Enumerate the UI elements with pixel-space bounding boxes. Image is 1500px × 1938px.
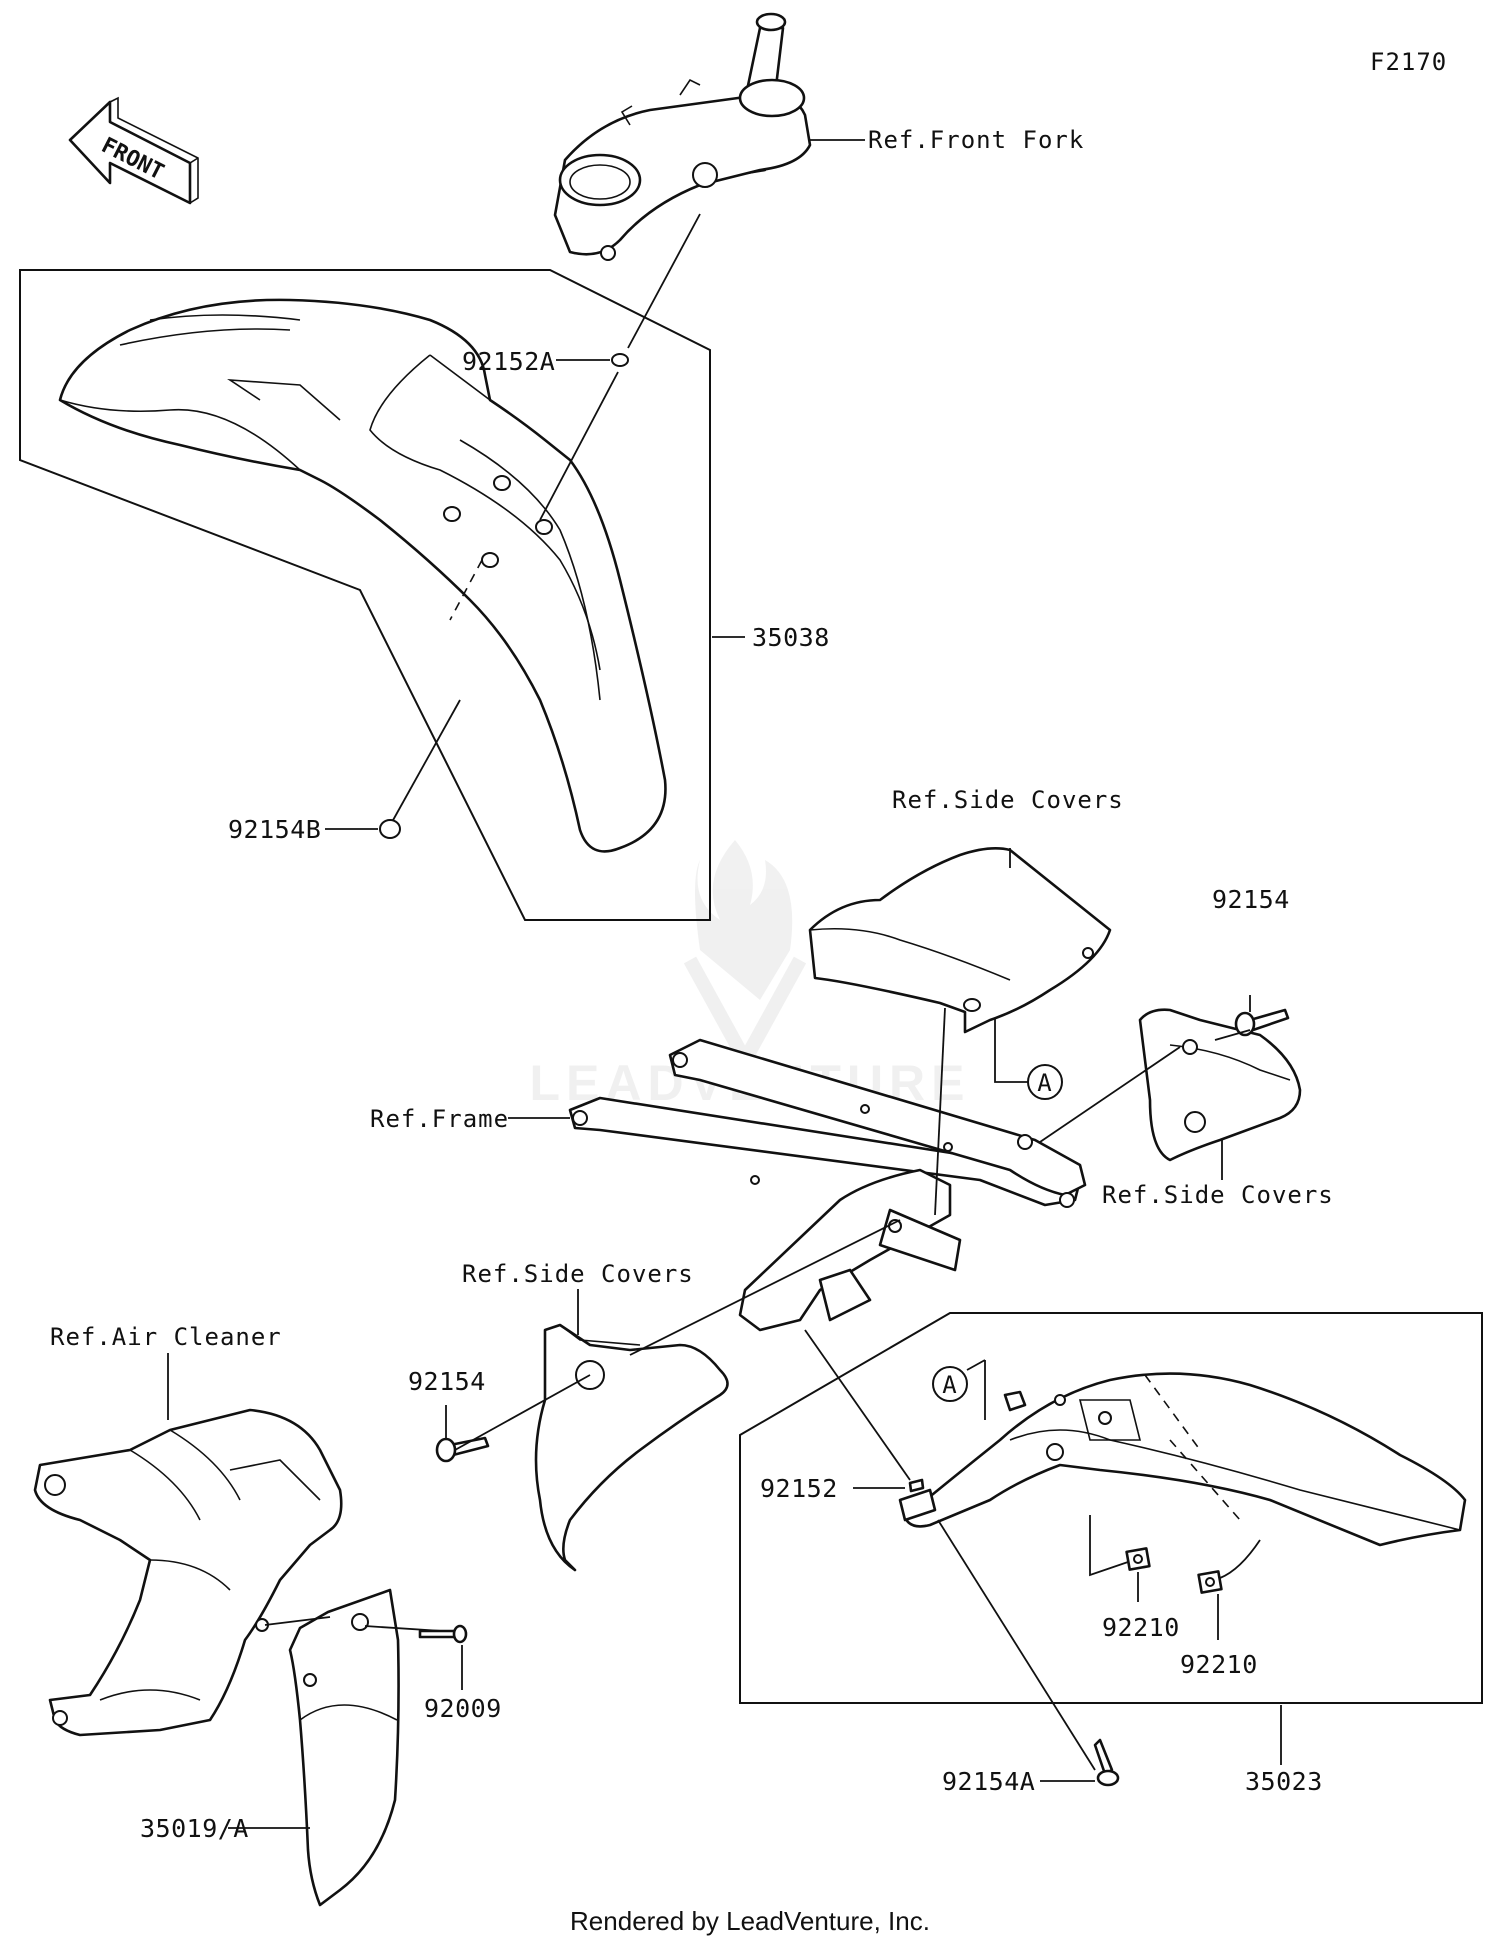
pn-35019A: 35019/A — [140, 1814, 249, 1843]
pn-92210-a: 92210 — [1102, 1613, 1180, 1642]
pn-35023: 35023 — [1245, 1767, 1323, 1796]
pn-92210-b: 92210 — [1180, 1650, 1258, 1679]
pn-92154A: 92154A — [942, 1767, 1035, 1796]
washer-92152 — [908, 1478, 925, 1493]
front-fender-part — [58, 298, 667, 853]
pn-92154-right: 92154 — [1212, 885, 1290, 914]
ref-air-cleaner: Ref.Air Cleaner — [50, 1323, 282, 1351]
ref-frame: Ref.Frame — [370, 1105, 509, 1133]
front-fender-group-box — [19, 269, 711, 921]
panel-35019A-part — [288, 1588, 400, 1907]
pn-92009: 92009 — [424, 1694, 502, 1723]
screw-92009 — [418, 1624, 468, 1644]
bolt-92154A — [1093, 1738, 1120, 1787]
footer-credit: Rendered by LeadVenture, Inc. — [570, 1906, 930, 1936]
pn-35038: 35038 — [752, 623, 830, 652]
ref-side-covers-top: Ref.Side Covers — [892, 786, 1124, 814]
figure-code: F2170 — [1370, 48, 1447, 76]
callout-a-lower: A — [942, 1371, 957, 1399]
air-cleaner-part — [33, 1408, 343, 1737]
callout-a-top: A — [1037, 1069, 1052, 1097]
bolt-92154-left — [435, 1436, 490, 1463]
rear-fender-group-box — [739, 1312, 1483, 1704]
front-arrow-icon: FRONT — [68, 96, 199, 205]
rear-fender-part — [898, 1372, 1467, 1547]
side-cover-top-part — [808, 847, 1112, 1034]
washer-92152A — [611, 353, 629, 367]
ref-side-covers-right: Ref.Side Covers — [1102, 1181, 1334, 1209]
ref-side-covers-left: Ref.Side Covers — [462, 1260, 694, 1288]
subframe-part — [568, 1038, 1087, 1332]
washer-92154B — [379, 819, 401, 839]
callout-a-lower-icon — [932, 1366, 968, 1402]
ref-front-fork: Ref.Front Fork — [868, 126, 1084, 154]
pn-92154B: 92154B — [228, 815, 321, 844]
pn-92152A: 92152A — [462, 347, 555, 376]
nut-92210-a — [1125, 1547, 1151, 1571]
side-cover-left-part — [534, 1323, 729, 1572]
nut-92210-b — [1197, 1570, 1223, 1594]
steering-stem-part — [553, 12, 812, 261]
callout-a-top-icon — [1027, 1064, 1063, 1100]
pn-92152: 92152 — [760, 1474, 838, 1503]
side-cover-right-part — [1138, 1008, 1302, 1162]
pn-92154-left: 92154 — [408, 1367, 486, 1396]
